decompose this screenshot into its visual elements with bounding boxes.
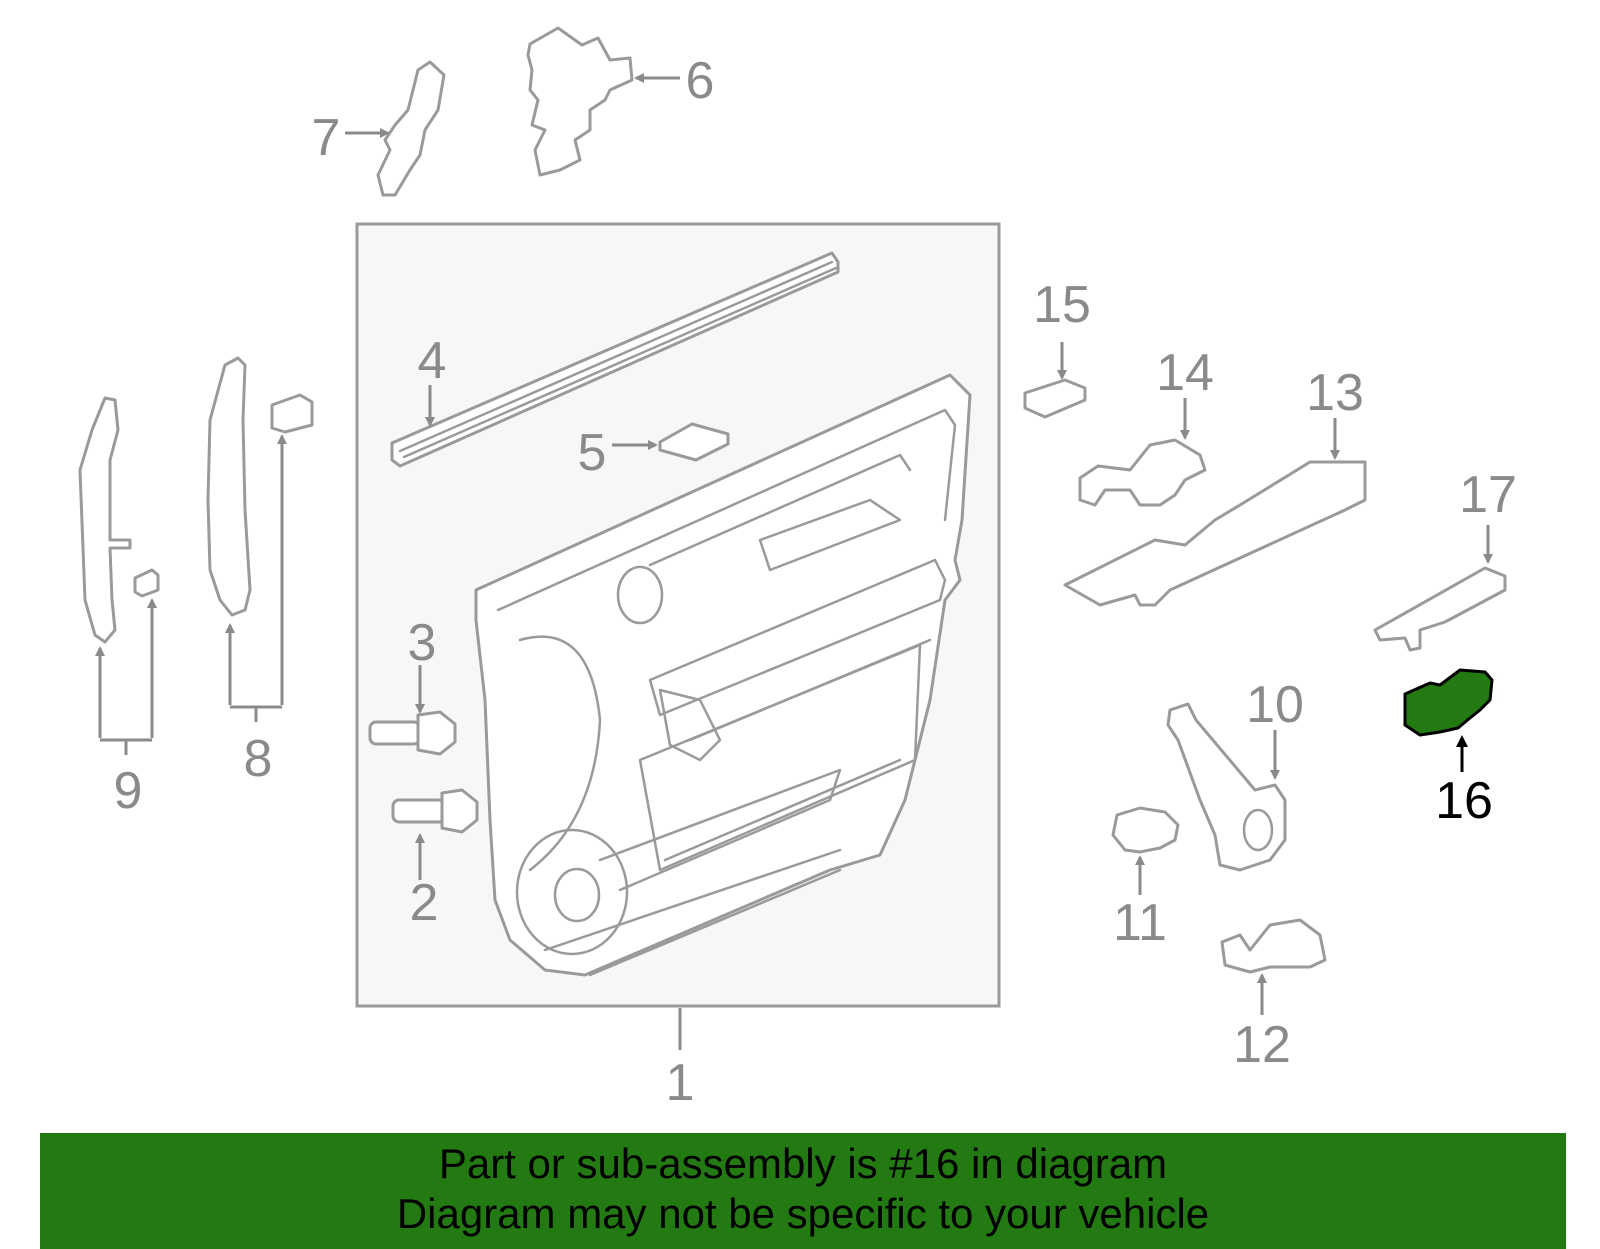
- callout-5: 5: [578, 424, 607, 482]
- callout-2: 2: [410, 874, 439, 932]
- part-17-panel: [1373, 566, 1507, 652]
- part-11-cap: [1111, 806, 1180, 854]
- part-9-trim-piece: [78, 396, 160, 644]
- callout-9: 9: [114, 762, 143, 820]
- callout-labels: 1 2 3 4 5 6 7 8 9 10 11 12 13 14 15 16 1…: [114, 52, 1517, 1112]
- caption-line-2: Diagram may not be specific to your vehi…: [396, 1190, 1210, 1237]
- part-10-pull-handle: [1166, 702, 1287, 872]
- part-13-panel: [1063, 460, 1367, 607]
- part-6-bracket: [526, 26, 634, 177]
- part-16-highlighted: [1403, 668, 1494, 737]
- callout-6: 6: [686, 52, 715, 110]
- part-5-clip: [658, 422, 730, 462]
- part-12-bracket: [1220, 918, 1327, 974]
- caption-line-1: Part or sub-assembly is #16 in diagram: [438, 1140, 1168, 1187]
- part-7-bracket: [376, 60, 446, 197]
- part-15-clip: [1023, 378, 1087, 419]
- callout-13: 13: [1306, 364, 1364, 422]
- part-4-belt-molding: [390, 251, 840, 468]
- callout-10: 10: [1246, 676, 1304, 734]
- callout-8: 8: [244, 730, 273, 788]
- part-1-door-trim-panel: [474, 373, 972, 977]
- parts-diagram: 1 2 3 4 5 6 7 8 9 10 11 12 13 14 15 16 1…: [78, 26, 1517, 1112]
- callout-12: 12: [1233, 1016, 1291, 1074]
- callout-14: 14: [1156, 344, 1214, 402]
- callout-1: 1: [666, 1054, 695, 1112]
- callout-17: 17: [1459, 466, 1517, 524]
- callout-3: 3: [408, 614, 437, 672]
- leader-lines: [95, 73, 1493, 1050]
- callout-16: 16: [1435, 772, 1493, 830]
- part-14-bracket: [1078, 438, 1207, 507]
- callout-15: 15: [1033, 276, 1091, 334]
- part-3-bolt: [368, 710, 457, 756]
- part-8-trim-piece: [206, 356, 314, 617]
- callout-7: 7: [312, 109, 341, 167]
- callout-11: 11: [1113, 894, 1167, 952]
- part-2-bolt: [391, 788, 479, 834]
- callout-4: 4: [418, 332, 447, 390]
- caption-banner: Part or sub-assembly is #16 in diagram D…: [40, 1133, 1566, 1249]
